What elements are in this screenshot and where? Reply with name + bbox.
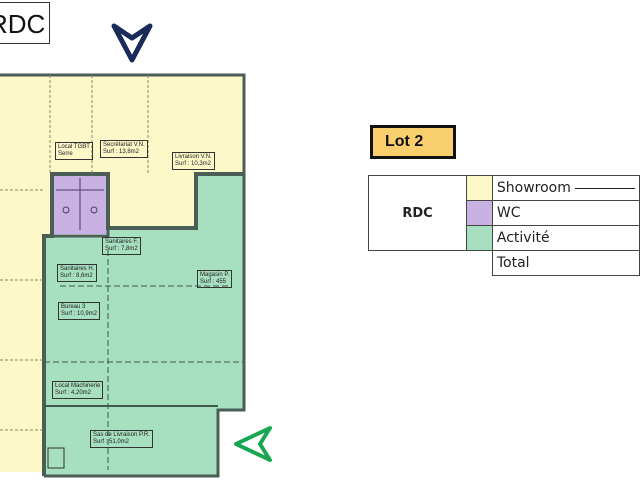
legend-label-showroom: Showroom: [496, 180, 571, 196]
room-label-secretariat: Secrétariat V.N.Surf : 13,8m2: [100, 140, 148, 158]
zone-activite: [44, 174, 244, 476]
east-arrow-icon: [234, 426, 272, 462]
swatch-showroom: [466, 175, 493, 201]
north-arrow-icon: [111, 23, 153, 63]
swatch-wc: [466, 200, 493, 226]
legend-label-activite: Activité: [491, 225, 640, 251]
room-label-sanitaires-h: Sanitaires H.Surf : 8,6m2: [57, 264, 98, 282]
room-label-sanitaires-f: Sanitaires F.Surf : 7,8m2: [102, 237, 142, 255]
level-label: RDC: [0, 2, 50, 44]
room-label-livraison-vn: Livraison V.N.Surf : 10,3m2: [172, 152, 215, 170]
legend-label-total: Total: [491, 250, 640, 276]
room-label-sas-livraison: Sas de Livraison P.R.Surf : 51,0m2: [90, 430, 153, 448]
legend-row-showroom: RDC Showroom: [367, 175, 640, 251]
legend-row-activite: Activité: [369, 225, 640, 251]
floor-plan: [0, 73, 246, 478]
legend-level: RDC: [367, 175, 468, 251]
room-label-magasin: Magasin P.Surf : 455: [197, 270, 233, 288]
legend-row-total: Total: [369, 250, 640, 276]
swatch-activite: [466, 225, 493, 251]
lot-badge: Lot 2: [370, 125, 456, 159]
legend-row-wc: WC: [369, 200, 640, 226]
legend-table: RDC Showroom WC Activité Total: [367, 175, 640, 276]
legend-label-wc: WC: [491, 200, 640, 226]
